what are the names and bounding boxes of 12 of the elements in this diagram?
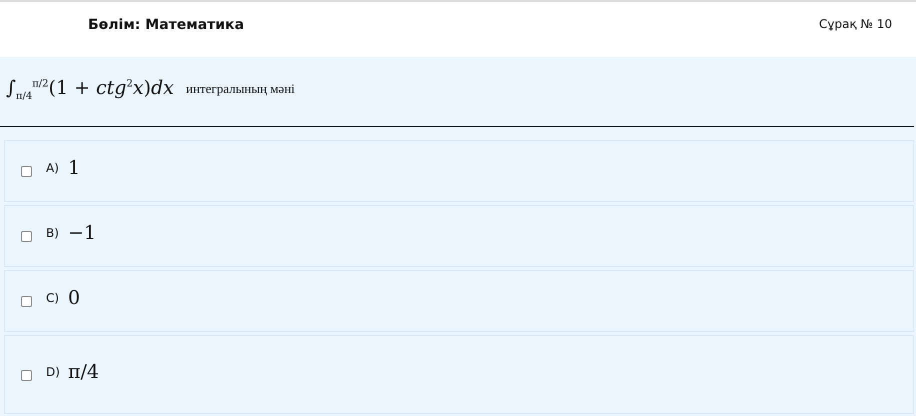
section-heading: Бөлім: Математика <box>88 17 244 33</box>
option-letter: B) <box>46 226 59 240</box>
option-value: 0 <box>68 287 80 309</box>
option-letter: C) <box>46 291 60 305</box>
question-number: Сұрақ № 10 <box>819 17 892 31</box>
question-text: интегралының мәні <box>186 81 295 97</box>
option-value: −1 <box>68 222 96 244</box>
integral-formula: ∫$_{π/4}$$^{π/2}$(1 + ctg$^{2}$x)dx <box>6 77 174 102</box>
option-letter: A) <box>46 161 59 175</box>
option-value: π/4 <box>68 360 99 382</box>
option-value: 1 <box>68 157 80 179</box>
option-letter: D) <box>46 364 60 378</box>
